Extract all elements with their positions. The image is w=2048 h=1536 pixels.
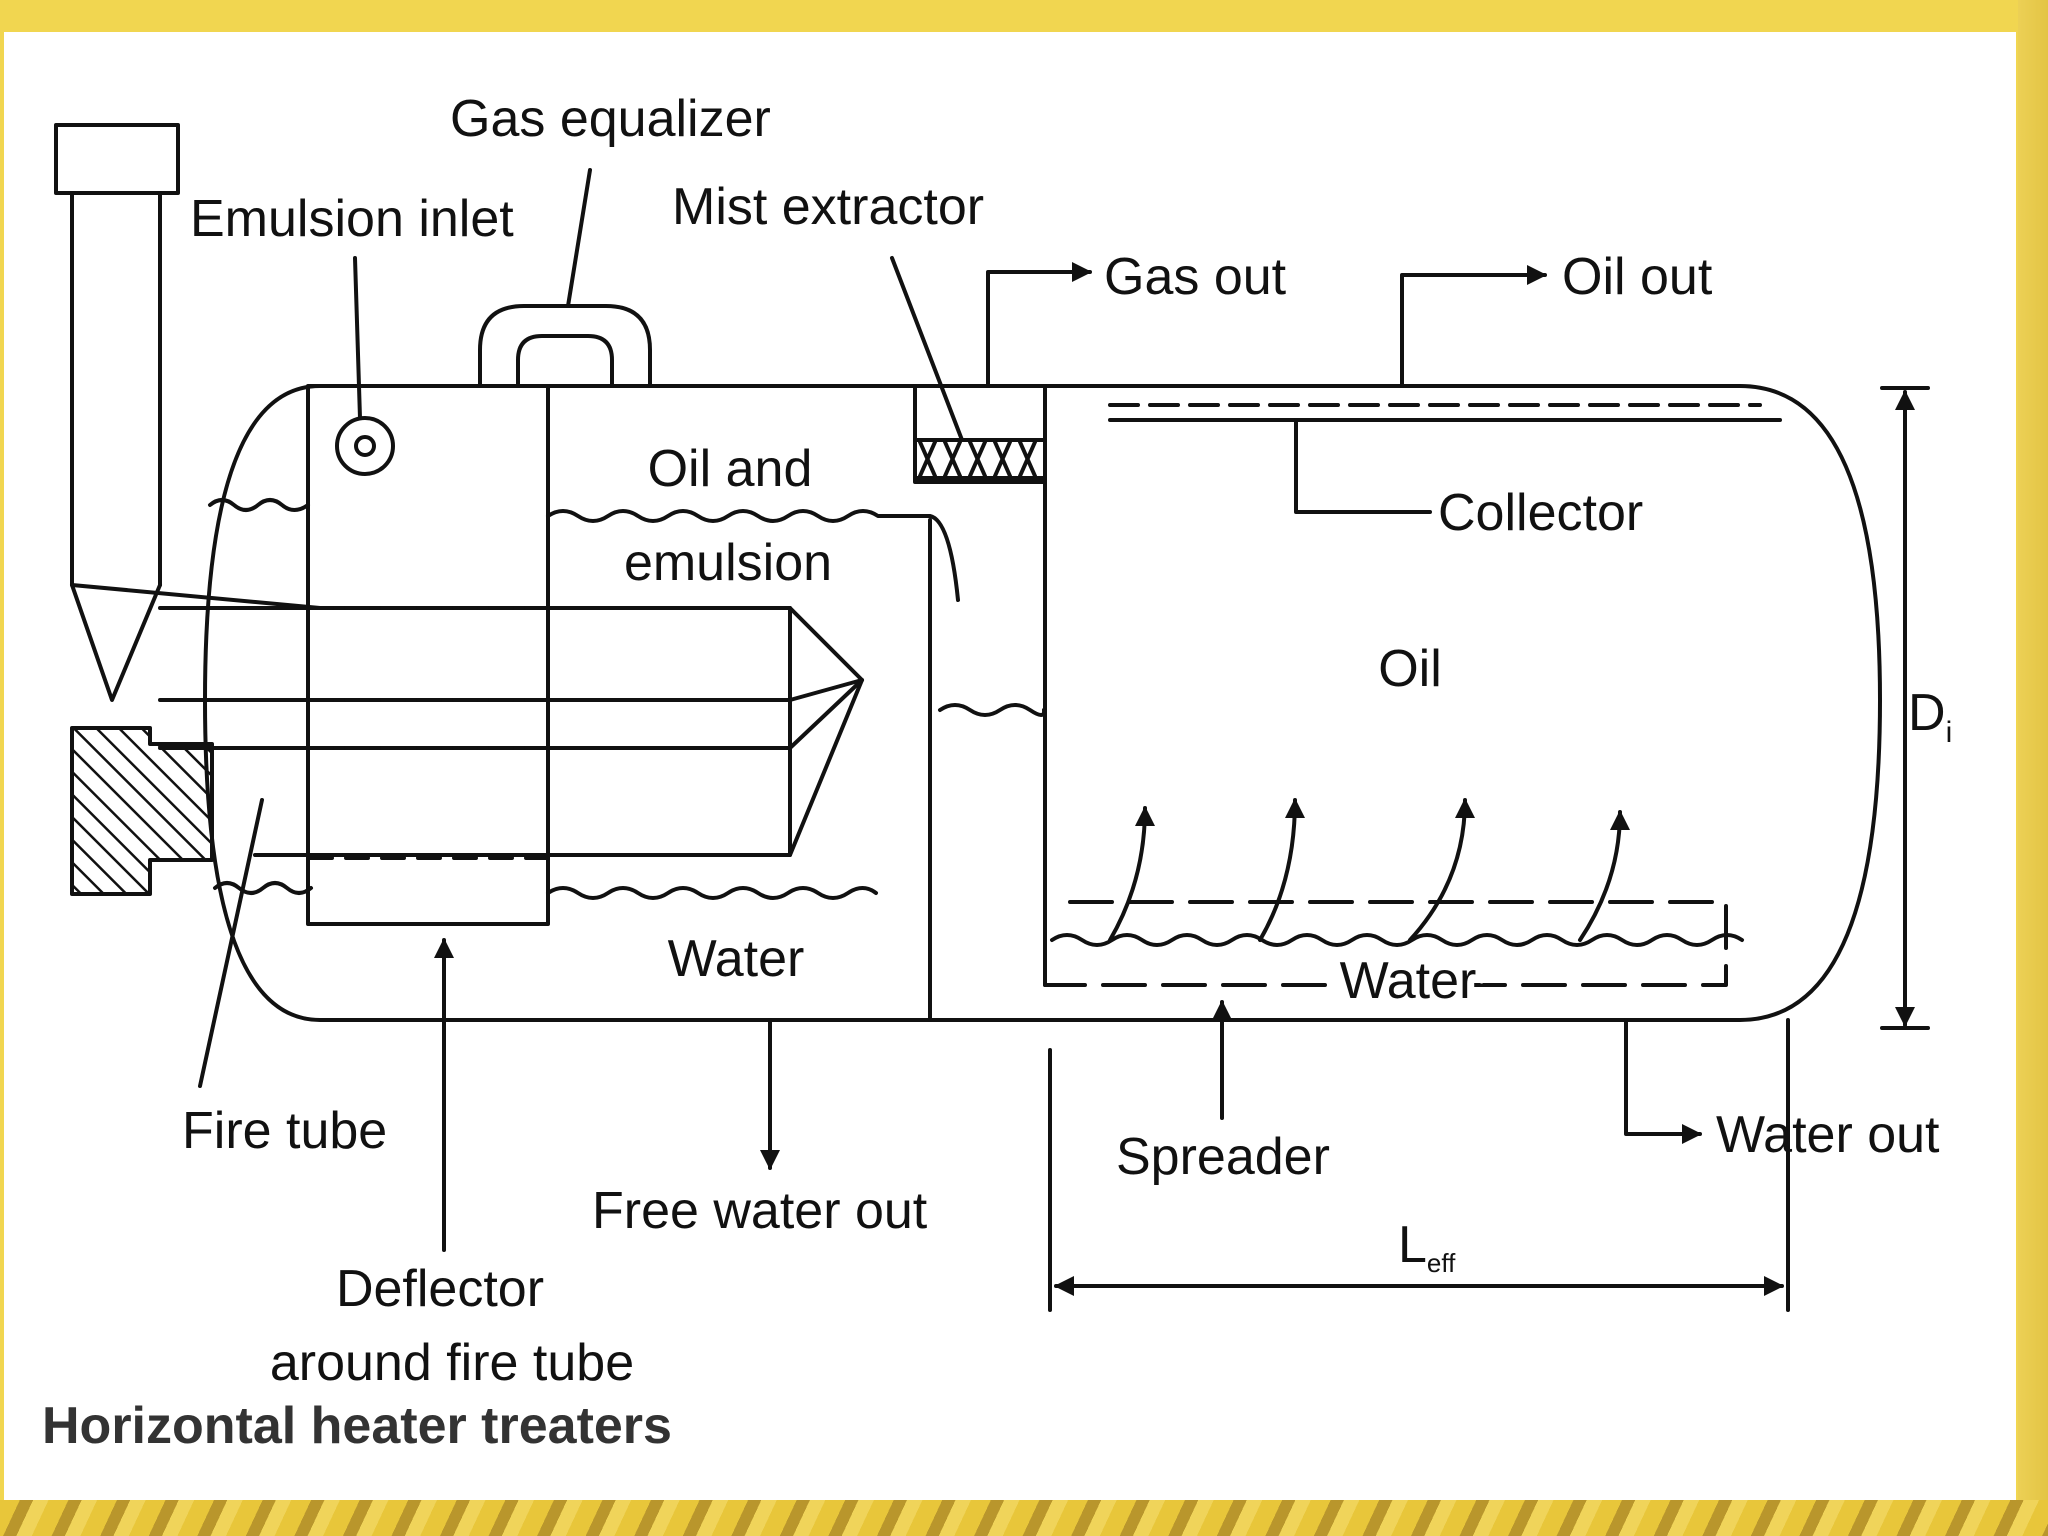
rising-oil-arrow [1408, 798, 1475, 942]
vessel-shell [203, 384, 1882, 1022]
label-gas-equalizer: Gas equalizer [450, 90, 771, 148]
water-level-left [546, 886, 878, 900]
label-emulsion: emulsion [624, 534, 832, 592]
slide-border-right [2018, 0, 2048, 1536]
label-oil-and: Oil and [648, 440, 813, 498]
label-emulsion-inlet: Emulsion inlet [190, 190, 514, 248]
label-free-water-out: Free water out [592, 1182, 928, 1240]
label-spreader: Spreader [1116, 1128, 1330, 1186]
burner [70, 726, 214, 896]
label-fire-tube: Fire tube [182, 1102, 387, 1160]
label-leff: Leff [1398, 1216, 1456, 1278]
label-oil-out: Oil out [1562, 248, 1713, 306]
water-out-pipe [1624, 1018, 1702, 1144]
oil-out-pipe [1400, 265, 1547, 388]
label-collector: Collector [1438, 484, 1643, 542]
label-deflector-line2: around fire tube [270, 1334, 634, 1392]
label-gas-out: Gas out [1104, 248, 1287, 306]
label-water-left: Water [668, 930, 805, 988]
emulsion-inlet-nozzle [335, 416, 395, 476]
diagram-panel [4, 32, 2016, 1500]
gas-equalizer-pipe [478, 304, 652, 388]
label-water-out: Water out [1716, 1106, 1940, 1164]
label-di: Di [1908, 684, 1952, 749]
fire-tube [158, 606, 864, 857]
stack-cap [54, 123, 180, 195]
gas-out-pipe [986, 262, 1092, 388]
rising-oil-arrow [1578, 810, 1630, 942]
figure-caption: Horizontal heater treaters [42, 1397, 672, 1455]
rising-oil-arrow [1258, 798, 1305, 942]
mist-extractor [913, 384, 1047, 484]
label-mist-extractor: Mist extractor [672, 178, 984, 236]
label-oil: Oil [1378, 640, 1442, 698]
slide-border-bottom [0, 1500, 2048, 1536]
label-deflector-line1: Deflector [336, 1260, 544, 1318]
deflector [306, 384, 550, 926]
label-water-right: Water [1340, 952, 1477, 1010]
spreader [1043, 900, 1728, 987]
oil-level-left [546, 509, 960, 602]
rising-oil-arrow [1108, 806, 1155, 942]
